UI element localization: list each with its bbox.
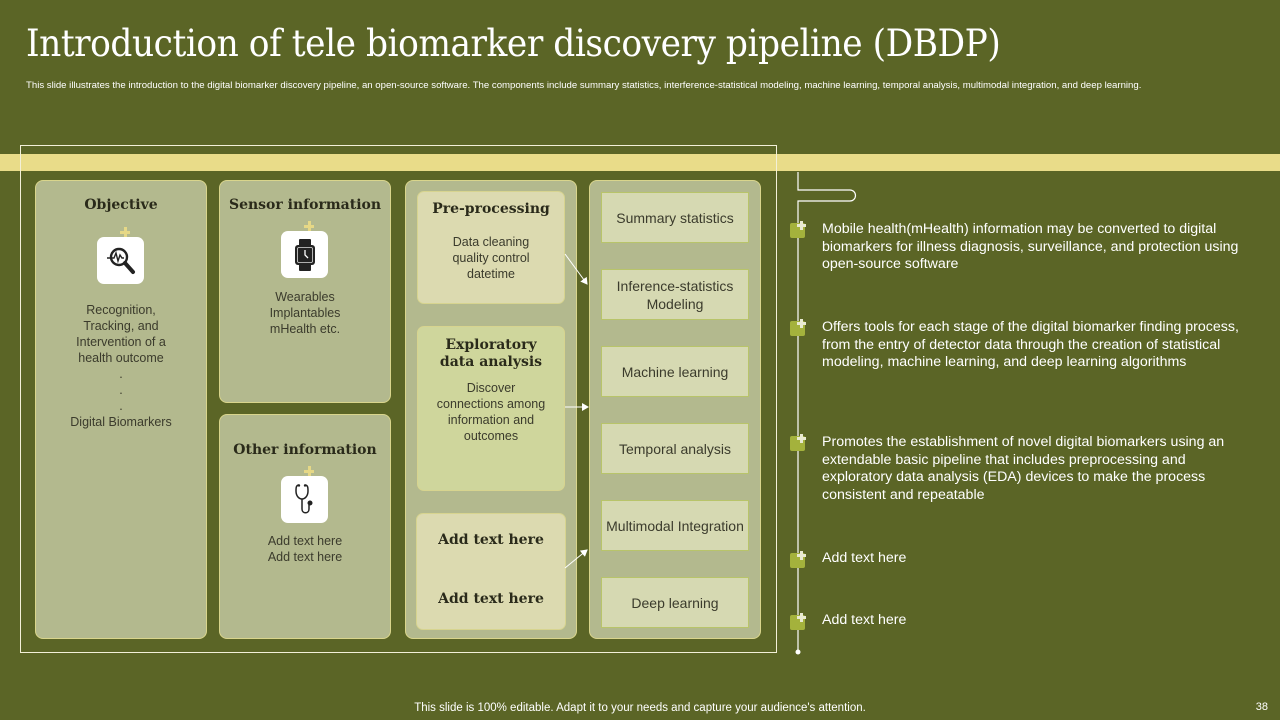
bullet-marker-1: [790, 221, 806, 239]
pipeline-card: Pre-processing Data cleaning quality con…: [405, 180, 577, 639]
extra-box: Add text here Add text here: [416, 513, 566, 630]
objective-line: Intervention of a: [76, 335, 166, 349]
plus-icon: [304, 466, 314, 476]
objective-line: .: [119, 399, 123, 413]
footer-note: This slide is 100% editable. Adapt it to…: [414, 702, 866, 714]
preprocessing-line: quality control: [452, 251, 530, 265]
other-title: Other information: [233, 442, 377, 458]
timeline-end-dot: [795, 649, 801, 655]
eda-line: connections among: [436, 397, 546, 411]
slide-title: Introduction of tele biomarker discovery…: [26, 22, 1001, 65]
bullet-text-3: Promotes the establishment of novel digi…: [822, 434, 1225, 504]
other-line: Add text here: [267, 534, 343, 548]
extra-title-2: Add text here: [438, 591, 544, 607]
eda-title: Exploratory data analysis: [418, 337, 564, 371]
method-inference-statistics: Inference-statistics Modeling: [601, 269, 749, 320]
sensor-line: Implantables: [269, 306, 341, 320]
methods-card: Summary statistics Inference-statistics …: [589, 180, 761, 639]
method-multimodal-integration: Multimodal Integration: [601, 500, 749, 551]
objective-line: Digital Biomarkers: [70, 415, 172, 429]
eda-box: Exploratory data analysis Discover conne…: [417, 326, 565, 491]
plus-icon: [304, 221, 314, 231]
method-temporal-analysis: Temporal analysis: [601, 423, 749, 474]
sensor-text: Wearables Implantables mHealth etc.: [220, 289, 390, 337]
bullet-text-4: Add text here: [822, 550, 907, 566]
page-number: 38: [1255, 701, 1268, 713]
method-machine-learning: Machine learning: [601, 346, 749, 397]
objective-card: Objective Recognition, Tracking, and Int…: [35, 180, 207, 639]
sensor-line: mHealth etc.: [269, 322, 341, 336]
eda-title-line: Exploratory: [445, 337, 537, 353]
magnifier-pulse-icon: [97, 237, 144, 284]
extra-title-1: Add text here: [438, 532, 544, 548]
objective-line: .: [119, 383, 123, 397]
eda-title-line: data analysis: [439, 354, 543, 370]
plus-icon: [797, 319, 806, 328]
plus-icon: [797, 551, 806, 560]
objective-line: Tracking, and: [83, 319, 159, 333]
other-card: Other information Add text here Add text…: [219, 414, 391, 639]
bullet-marker-3: [790, 434, 806, 452]
bullet-text-2: Offers tools for each stage of the digit…: [822, 319, 1239, 371]
preprocessing-line: Data cleaning: [452, 235, 530, 249]
plus-icon: [797, 434, 806, 443]
objective-text: Recognition, Tracking, and Intervention …: [36, 302, 206, 430]
preprocessing-box: Pre-processing Data cleaning quality con…: [417, 191, 565, 304]
other-text: Add text here Add text here: [220, 533, 390, 565]
eda-line: outcomes: [463, 429, 519, 443]
method-deep-learning: Deep learning: [601, 577, 749, 628]
sensor-card: Sensor information Wearables Implantable…: [219, 180, 391, 403]
eda-line: Discover: [466, 381, 516, 395]
sensor-title: Sensor information: [228, 197, 382, 213]
preprocessing-title: Pre-processing: [432, 201, 550, 217]
eda-text: Discover connections among information a…: [418, 380, 564, 444]
decorative-band: [0, 154, 1280, 171]
objective-line: Recognition,: [86, 303, 156, 317]
method-summary-statistics: Summary statistics: [601, 192, 749, 243]
sensor-line: Wearables: [275, 290, 335, 304]
objective-title: Objective: [84, 197, 158, 213]
bullet-marker-5: [790, 613, 806, 631]
plus-icon: [120, 227, 130, 237]
bullet-marker-4: [790, 551, 806, 569]
stethoscope-icon: [281, 476, 328, 523]
bullet-marker-2: [790, 319, 806, 337]
smartwatch-icon: [281, 231, 328, 278]
objective-line: .: [119, 367, 123, 381]
other-line: Add text here: [267, 550, 343, 564]
eda-line: information and: [447, 413, 535, 427]
preprocessing-line: datetime: [467, 267, 515, 281]
preprocessing-text: Data cleaning quality control datetime: [418, 234, 564, 282]
plus-icon: [797, 613, 806, 622]
diagram-frame: [20, 145, 777, 653]
objective-line: health outcome: [78, 351, 164, 365]
plus-icon: [797, 221, 806, 230]
slide-subtitle: This slide illustrates the introduction …: [26, 80, 1142, 91]
bullet-text-5: Add text here: [822, 612, 907, 628]
bullet-text-1: Mobile health(mHealth) information may b…: [822, 221, 1239, 273]
